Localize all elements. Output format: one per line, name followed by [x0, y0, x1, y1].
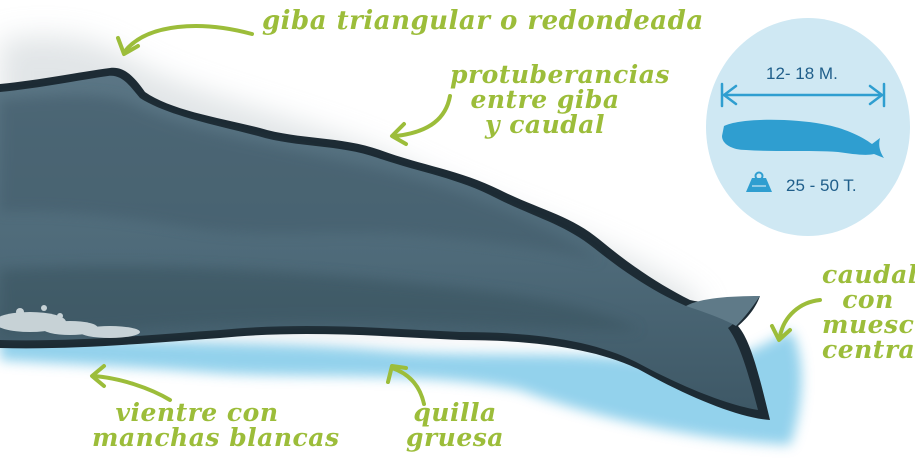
- label-caudal-line-2: con: [822, 287, 914, 312]
- label-giba: giba triangular o redondeada: [262, 8, 704, 34]
- weight-icon: [746, 173, 772, 193]
- label-caudal: caudal con muesca central: [822, 262, 914, 362]
- label-caudal-line-3: muesca: [822, 312, 914, 337]
- label-caudal-line-1: caudal: [822, 262, 914, 287]
- weight-value: 25 - 50 T.: [786, 176, 857, 196]
- label-protuberancias-line-3: y caudal: [450, 112, 640, 137]
- label-vientre-line-1: vientre con: [92, 400, 302, 425]
- double-arrow-icon: [722, 84, 884, 106]
- label-vientre-line-2: manchas blancas: [92, 425, 302, 450]
- label-quilla-line-1: quilla: [400, 400, 510, 425]
- label-caudal-line-4: central: [822, 337, 914, 362]
- whale-silhouette-icon: [722, 120, 884, 158]
- label-vientre: vientre con manchas blancas: [92, 400, 302, 450]
- label-protuberancias-line-2: entre giba: [450, 87, 640, 112]
- label-protuberancias-line-1: protuberancias: [450, 62, 640, 87]
- length-value: 12- 18 M.: [766, 64, 886, 84]
- label-quilla: quilla gruesa: [400, 400, 510, 450]
- label-protuberancias: protuberancias entre giba y caudal: [450, 62, 640, 137]
- label-quilla-line-2: gruesa: [400, 425, 510, 450]
